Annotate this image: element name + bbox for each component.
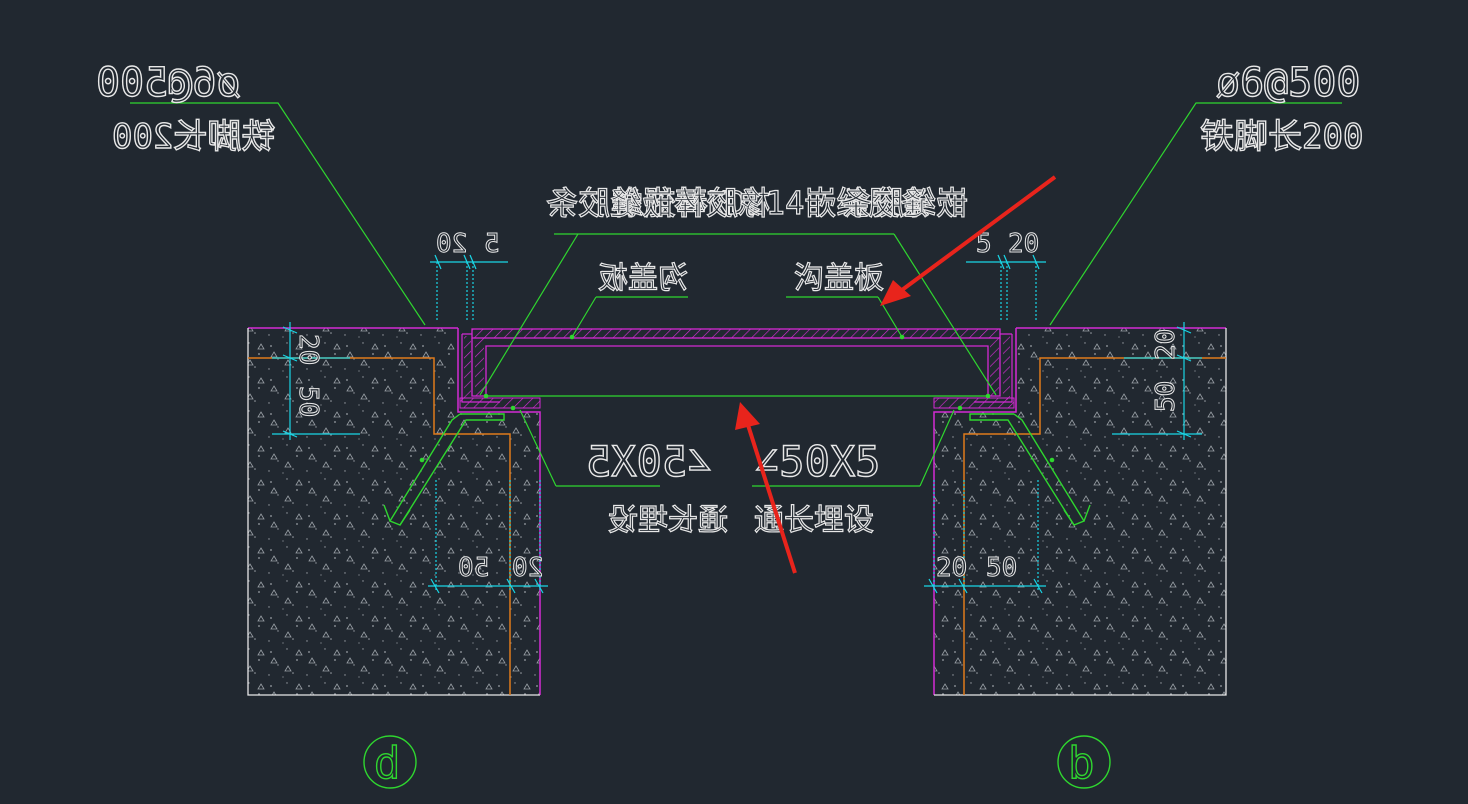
dim-top-left-5: 5 xyxy=(484,229,500,259)
angle-label-right: ∠50X5 xyxy=(754,437,880,486)
dim-top-right-5: 5 xyxy=(976,229,992,259)
rebar-spec-right: ø6@500 xyxy=(1216,60,1361,106)
seal-label-right: 橡胶棒KDL14嵌缝胶条 xyxy=(612,184,932,222)
angle-steel-left xyxy=(383,413,505,526)
svg-text:b: b xyxy=(374,738,401,789)
dimension-text: 5 20 5 20 20 50 20 50 20 50 20 50 xyxy=(293,229,1182,584)
embed-label-left: 通长埋设 xyxy=(608,503,728,538)
red-arrow-upper xyxy=(880,175,1057,306)
dim-side-left-50: 50 xyxy=(293,386,323,417)
dimension-lines xyxy=(272,254,1202,594)
rebar-spec-left: ø6@500 xyxy=(96,60,241,106)
foot-length-left: 铁脚长200 xyxy=(112,117,275,157)
seal-label-left: 橡胶棒嵌缝胶条 xyxy=(546,184,770,222)
cover-label-left: 沟盖板 xyxy=(598,261,688,296)
dim-side-right-50: 50 xyxy=(1151,381,1181,412)
leader-dots xyxy=(419,334,1055,463)
foot-length-right: 铁脚长200 xyxy=(1200,117,1363,157)
dim-side-right-20: 20 xyxy=(1151,329,1181,360)
dim-bot-left-50: 50 xyxy=(458,553,489,583)
axis-bubble-right: b xyxy=(1057,735,1111,790)
dim-bot-right-20: 20 xyxy=(936,553,967,583)
concrete-block-left xyxy=(247,327,541,696)
axis-bubble-left: b xyxy=(363,735,417,790)
concrete-block-right xyxy=(933,327,1227,696)
seal-label-overlap: 嵌缝胶条 xyxy=(840,184,968,222)
angle-steel-right xyxy=(969,413,1091,526)
trench-cover-plate xyxy=(459,328,1015,409)
leader-lines xyxy=(130,102,1342,487)
cover-label-right: 沟盖板 xyxy=(794,261,884,296)
svg-text:b: b xyxy=(1068,738,1095,789)
angle-label-left: ∠50X5 xyxy=(586,437,712,486)
embed-label-right: 通长埋设 xyxy=(754,503,874,538)
dim-top-left-20: 20 xyxy=(436,229,467,259)
dim-top-right-20: 20 xyxy=(1008,229,1039,259)
dim-bot-left-20: 20 xyxy=(512,553,543,583)
dim-bot-right-50: 50 xyxy=(986,553,1017,583)
red-arrow-lower xyxy=(735,402,797,574)
dim-side-left-20: 20 xyxy=(293,334,323,365)
